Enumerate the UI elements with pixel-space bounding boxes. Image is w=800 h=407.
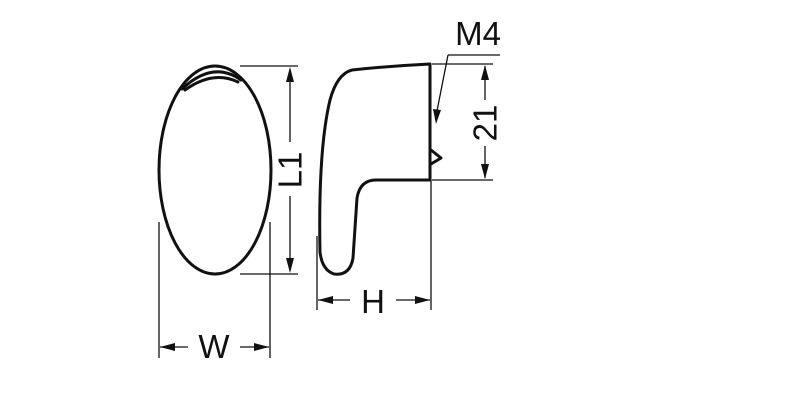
- w-arrow-left: [160, 343, 175, 351]
- knob-highlight-inner: [183, 76, 240, 92]
- knob-highlight-outer: [180, 70, 243, 91]
- dimension-w: W: [158, 222, 271, 365]
- l1-arrow-top: [286, 67, 294, 82]
- front-view: [157, 64, 273, 276]
- screw-thread-mark: [429, 148, 443, 166]
- dimension-21: 21: [432, 63, 504, 181]
- l1-arrow-bottom: [286, 258, 294, 273]
- knob-oval-outline: [157, 64, 273, 276]
- knob-side-profile: [318, 62, 432, 276]
- side-view: [318, 62, 443, 276]
- l1-label: L1: [272, 152, 309, 189]
- dimension-l1: L1: [240, 65, 309, 275]
- w-arrow-right: [254, 343, 269, 351]
- m4-leader-arrow: [433, 109, 441, 124]
- d21-label: 21: [467, 105, 504, 142]
- thread-callout: M4: [433, 15, 501, 124]
- m4-label: M4: [455, 15, 501, 52]
- dimension-h: H: [316, 180, 432, 320]
- d21-arrow-bottom: [481, 164, 489, 179]
- h-arrow-left: [318, 296, 333, 304]
- h-label: H: [361, 283, 385, 320]
- m4-leader-line: [435, 54, 449, 117]
- d21-arrow-top: [481, 65, 489, 80]
- h-arrow-right: [415, 296, 430, 304]
- w-label: W: [198, 328, 230, 365]
